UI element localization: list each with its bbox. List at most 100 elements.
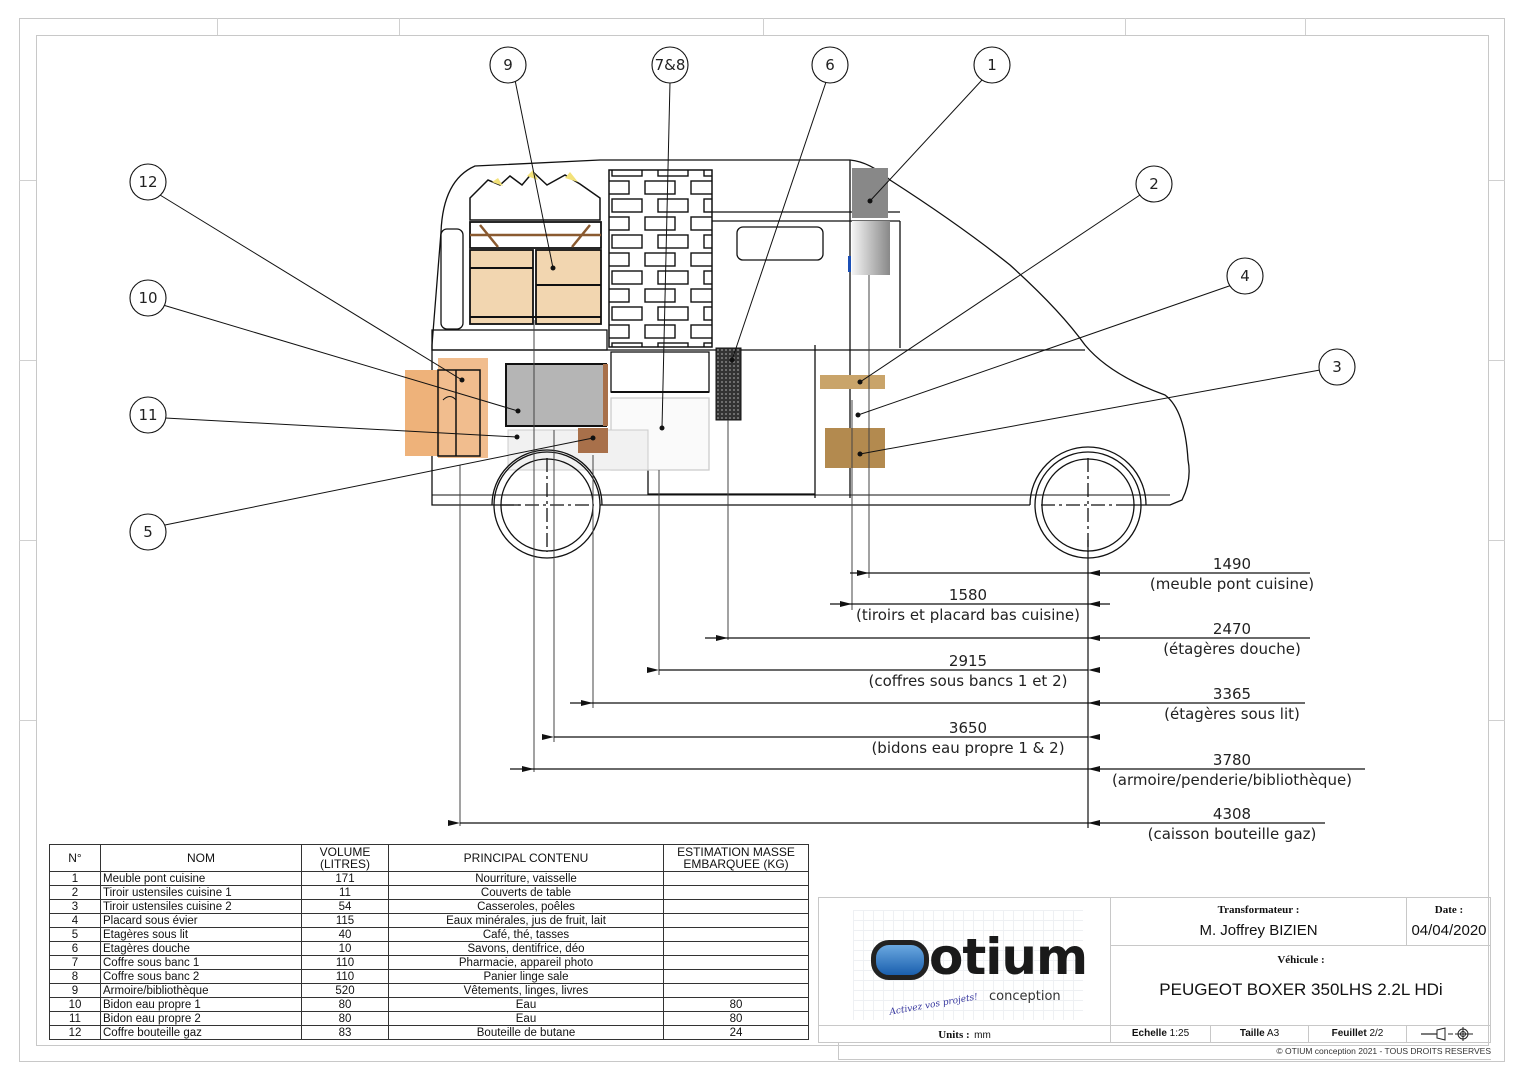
vehicule-label: Véhicule :: [1277, 954, 1325, 966]
cell-nom: Coffre sous banc 2: [100, 969, 302, 984]
dimension-arrow: [840, 601, 852, 607]
copyright-row: © OTIUM conception 2021 - TOUS DROITS RE…: [838, 1043, 1491, 1060]
callout-1: 1: [973, 46, 1011, 84]
callout-bubble: [129, 279, 167, 317]
first-angle-projection-icon: [1421, 1027, 1473, 1041]
cell-contenu: Eaux minérales, jus de fruit, lait: [388, 913, 664, 928]
callout-2: 2: [1135, 165, 1173, 203]
cell-n: 7: [49, 955, 101, 970]
cell-volume: 110: [301, 969, 389, 984]
cell-contenu: Pharmacie, appareil photo: [388, 955, 664, 970]
cell-nom: Etagères sous lit: [100, 927, 302, 942]
cell-masse: [663, 955, 809, 970]
cell-n: 12: [49, 1025, 101, 1040]
callout-label: 1: [987, 56, 997, 74]
copyright-text: © OTIUM conception 2021 - TOUS DROITS RE…: [1276, 1046, 1491, 1056]
zone-tick: [1305, 18, 1306, 35]
transformateur-label: Transformateur :: [1217, 904, 1300, 916]
callout-label: 7&8: [655, 56, 686, 74]
dimension-arrow: [1088, 635, 1100, 641]
cell-n: 3: [49, 899, 101, 914]
cell-n: 1: [49, 871, 101, 886]
callout-7-8: 7&8: [651, 46, 689, 84]
water-tank-10: [505, 363, 607, 427]
dimension-arrow: [1088, 570, 1100, 576]
transformateur-cell: Transformateur : M. Joffrey BIZIEN: [1111, 898, 1407, 946]
cell-nom: Bidon eau propre 2: [100, 1011, 302, 1026]
dimension-value: 1580: [949, 586, 987, 604]
cell-volume: 115: [301, 913, 389, 928]
feuillet-cell: Feuillet 2/2: [1309, 1026, 1407, 1042]
dimension-note: (tiroirs et placard bas cuisine): [856, 606, 1080, 624]
kitchen-overhead-unit-1: [852, 168, 888, 218]
dimension-arrow: [716, 635, 728, 641]
callout-label: 12: [138, 173, 157, 191]
cell-nom: Tiroir ustensiles cuisine 1: [100, 885, 302, 900]
zone-tick: [19, 720, 36, 721]
callout-label: 10: [138, 289, 157, 307]
callout-6: 6: [811, 46, 849, 84]
logo-tagline: Activez vos projets!: [888, 992, 979, 1018]
callout-bubble: [129, 396, 167, 434]
dimension-value: 3365: [1213, 685, 1251, 703]
cell-masse: 80: [663, 1011, 809, 1026]
echelle-value: 1:25: [1169, 1028, 1190, 1039]
callout-bubble: [1226, 257, 1264, 295]
callout-bubble: [129, 513, 167, 551]
callout-bubble: [811, 46, 849, 84]
cell-n: 11: [49, 1011, 101, 1026]
cell-contenu: Panier linge sale: [388, 969, 664, 984]
cell-masse: [663, 983, 809, 998]
callout-bubble: [973, 46, 1011, 84]
cell-volume: 10: [301, 941, 389, 956]
dimension-value: 3780: [1213, 751, 1251, 769]
cell-n: 10: [49, 997, 101, 1012]
side-window: [736, 226, 824, 261]
date-value: 04/04/2020: [1411, 922, 1487, 939]
cell-n: 8: [49, 969, 101, 984]
zone-tick: [399, 18, 400, 35]
cell-masse: [663, 885, 809, 900]
cell-contenu: Café, thé, tasses: [388, 927, 664, 942]
cell-nom: Armoire/bibliothèque: [100, 983, 302, 998]
kitchen-block: [820, 168, 890, 468]
cell-nom: Tiroir ustensiles cuisine 2: [100, 899, 302, 914]
projection-cell: [1407, 1026, 1491, 1042]
header-masse: ESTIMATION MASSE EMBARQUEE (KG): [663, 844, 809, 872]
echelle-label: Echelle: [1131, 1028, 1167, 1039]
cell-volume: 54: [301, 899, 389, 914]
dimension-arrow: [647, 667, 659, 673]
cell-nom: Etagères douche: [100, 941, 302, 956]
zone-tick: [1489, 180, 1505, 181]
dimension-value: 4308: [1213, 805, 1251, 823]
dimension-arrow: [1088, 700, 1100, 706]
dimension-note: (armoire/penderie/bibliothèque): [1112, 771, 1352, 789]
zone-tick: [19, 180, 36, 181]
cell-contenu: Eau: [388, 1011, 664, 1026]
dimension-value: 1490: [1213, 555, 1251, 573]
cell-contenu: Bouteille de butane: [388, 1025, 664, 1040]
cell-n: 6: [49, 941, 101, 956]
zone-tick: [217, 18, 218, 35]
units-label: Units :: [938, 1029, 970, 1041]
cell-n: 9: [49, 983, 101, 998]
cell-nom: Bidon eau propre 1: [100, 997, 302, 1012]
dimension-note: (étagères douche): [1163, 640, 1301, 658]
callout-4: 4: [1226, 257, 1264, 295]
cell-masse: 80: [663, 997, 809, 1012]
zone-tick: [763, 18, 764, 35]
shower-wall-brick: [608, 169, 713, 348]
cell-nom: Coffre sous banc 1: [100, 955, 302, 970]
dimension-arrow: [1088, 667, 1100, 673]
dimension-arrow: [448, 820, 460, 826]
cell-n: 2: [49, 885, 101, 900]
cell-masse: [663, 969, 809, 984]
callout-label: 2: [1149, 175, 1159, 193]
cell-masse: [663, 871, 809, 886]
